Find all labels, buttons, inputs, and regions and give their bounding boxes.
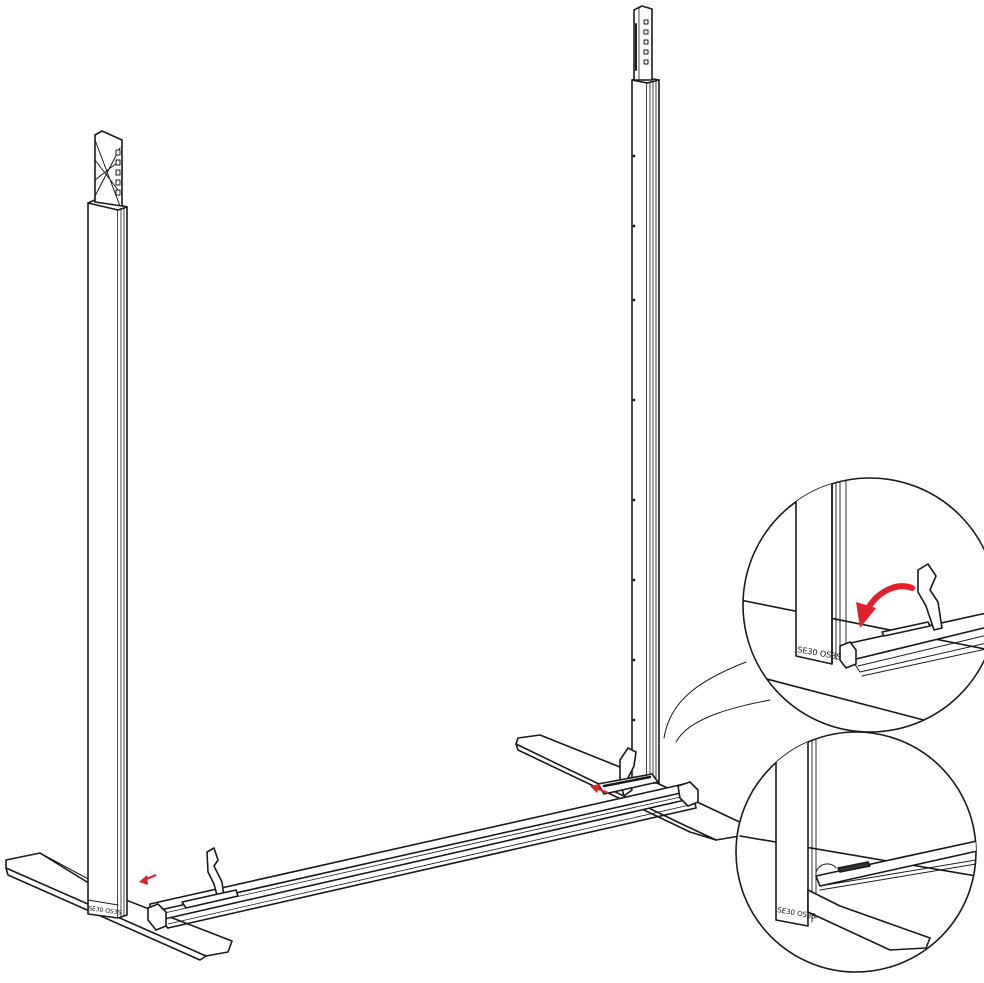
red-curved-arrow-icon bbox=[856, 583, 915, 628]
detail-circle-bottom bbox=[735, 731, 977, 973]
red-arrow-left-icon bbox=[590, 784, 609, 795]
left-leg-code: SE30 OS3S bbox=[88, 905, 122, 917]
right-lever bbox=[597, 747, 659, 797]
left-column bbox=[87, 202, 119, 919]
cross-beam bbox=[147, 781, 699, 931]
callout-connector bbox=[663, 661, 771, 743]
left-leg bbox=[5, 130, 233, 961]
left-inner-tube bbox=[94, 130, 123, 207]
red-arrow-left-icon bbox=[139, 873, 157, 885]
right-column bbox=[631, 79, 648, 784]
left-lever bbox=[181, 847, 239, 909]
